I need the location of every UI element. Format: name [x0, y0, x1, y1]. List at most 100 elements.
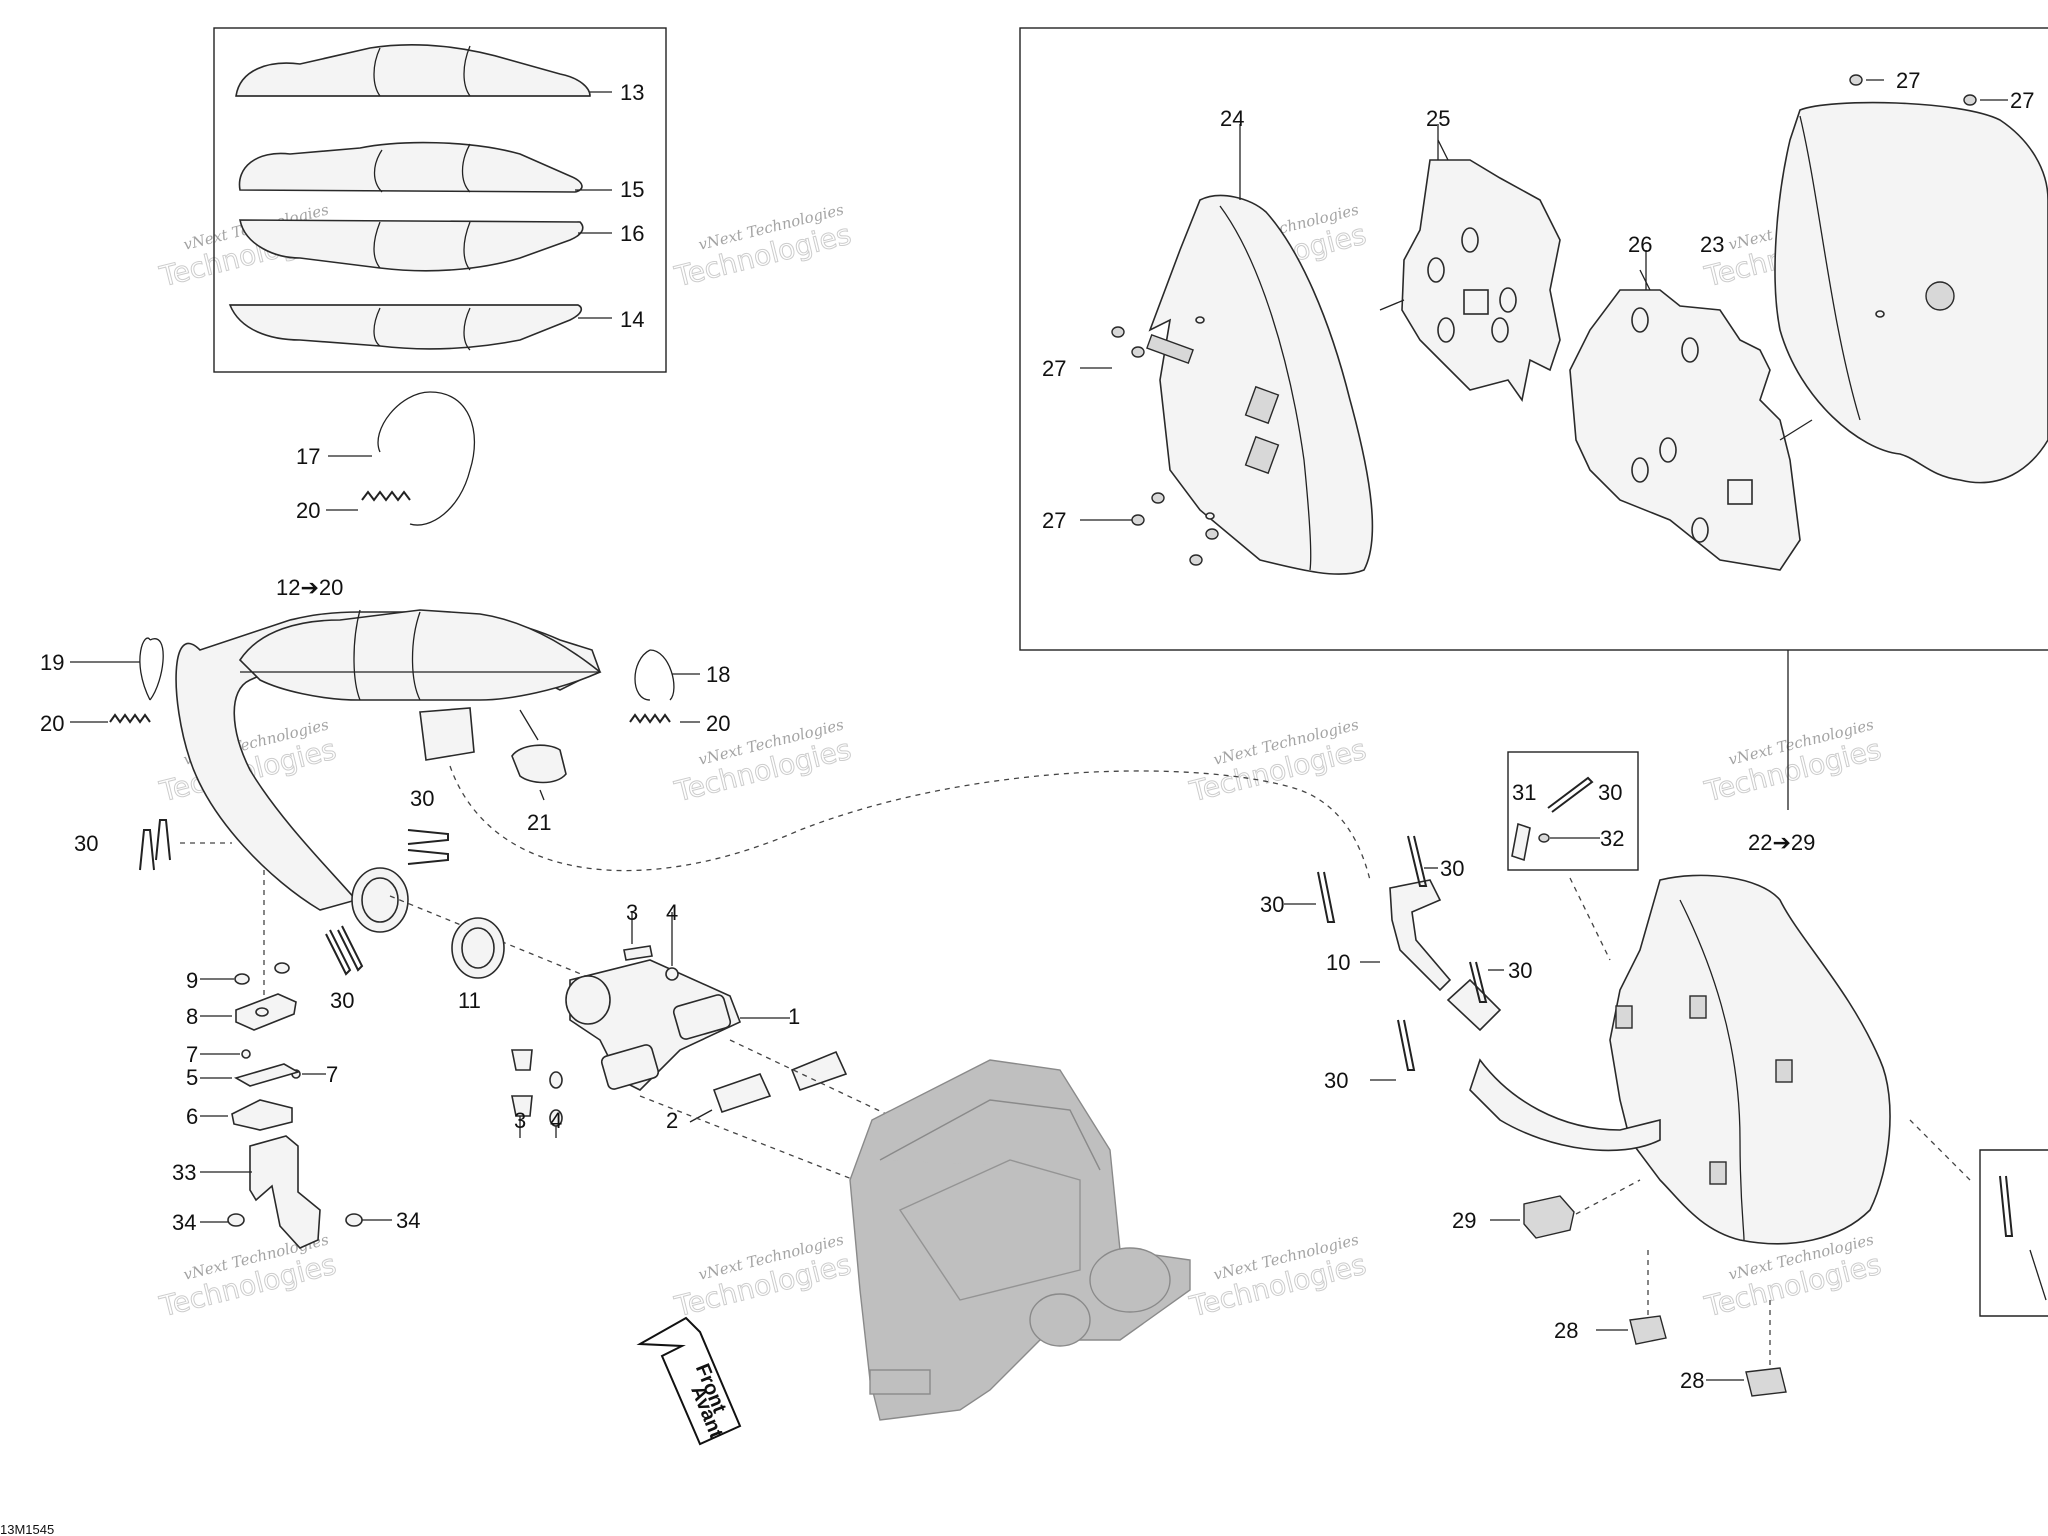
callout-3: 3: [514, 1108, 526, 1133]
clamp-ring-18: [634, 649, 675, 701]
pipe-outlet: [351, 867, 409, 933]
callout-30: 30: [1508, 958, 1532, 983]
heat-shield-15: [238, 141, 583, 193]
callout-30: 30: [74, 831, 98, 856]
watermark: vNext Technologies Technologies: [1185, 715, 1369, 809]
muffler-22: [1609, 874, 1891, 1245]
watermark: vNext Technologies Technologies: [670, 715, 854, 809]
callout-1: 1: [788, 1004, 800, 1029]
callout-11: 11: [458, 988, 481, 1013]
bolt-3-upper: [623, 945, 653, 961]
callout-34: 34: [396, 1208, 420, 1233]
callout-26: 26: [1628, 232, 1652, 257]
heat-shield-14: [228, 304, 583, 351]
muffler-cover-box: [1019, 27, 2048, 651]
exhaust-manifold-1: [565, 959, 742, 1091]
watermark: vNext Technologies Technologies: [670, 200, 854, 294]
callout-33: 33: [172, 1160, 196, 1185]
y-pipe-10: [1389, 879, 1661, 1152]
callout-32: 32: [1600, 826, 1624, 851]
callout-4: 4: [550, 1108, 562, 1133]
callout-30: 30: [330, 988, 354, 1013]
spring-hook-box: [1507, 751, 1639, 871]
callout-15: 15: [620, 177, 644, 202]
callout-9: 9: [186, 968, 198, 993]
callout-20: 20: [40, 711, 64, 736]
callout-2: 2: [666, 1108, 678, 1133]
callout-24: 24: [1220, 106, 1244, 131]
watermark: vNext Technologies Technologies: [155, 1230, 339, 1324]
engine-block: [849, 1059, 1191, 1421]
washer-4-lower: [549, 1071, 563, 1127]
bolt-3-lower: [511, 1049, 533, 1117]
callout-labels: 13 15 16 14 17 20 12➔20 19 20 18 20 21 3…: [40, 68, 2034, 1393]
spring-hook-31: [1511, 822, 1531, 862]
callout-28: 28: [1680, 1368, 1704, 1393]
muffler-cover-24: [1146, 194, 1374, 575]
callout-20: 20: [296, 498, 320, 523]
callout-30: 30: [1324, 1068, 1348, 1093]
callout-30: 30: [1598, 780, 1622, 805]
callout-30: 30: [1440, 856, 1464, 881]
callout-31: 31: [1512, 780, 1536, 805]
heat-shield-13: [235, 44, 591, 97]
rubber-block-28: [1629, 1315, 1787, 1397]
callout-30: 30: [410, 786, 434, 811]
heat-shield-box: [213, 27, 667, 373]
watermark: vNext Technologies Technologies: [670, 1230, 854, 1324]
callout-6: 6: [186, 1104, 198, 1129]
callout-13: 13: [620, 80, 644, 105]
clamp-ring-17: [377, 391, 476, 526]
heat-shield-16: [239, 219, 584, 272]
callout-30: 30: [1260, 892, 1284, 917]
callout-20: 20: [706, 711, 730, 736]
springs-30-right: [1317, 835, 1488, 1071]
front-direction-arrow: Front Avant: [636, 1316, 742, 1446]
watermark: vNext Technologies Technologies: [1185, 1230, 1369, 1324]
watermark: vNext Technologies Technologies: [1700, 715, 1884, 809]
callout-27: 27: [1042, 356, 1066, 381]
callout-12-20: 12➔20: [276, 575, 343, 600]
callout-19: 19: [40, 650, 64, 675]
callout-27: 27: [2010, 88, 2034, 113]
callout-27: 27: [1042, 508, 1066, 533]
fasteners-27-left: [1111, 326, 1219, 566]
gasket-11: [451, 917, 505, 979]
clamp-ring-19: [139, 637, 164, 701]
watermark: vNext Technologies Technologies: [1700, 1230, 1884, 1324]
sleeve-21: [511, 744, 567, 801]
tuned-pipe: [175, 609, 602, 911]
fastener-32: [1538, 833, 1550, 843]
callout-27: 27: [1896, 68, 1920, 93]
washer-4-upper: [665, 967, 679, 981]
muffler-cover-23: [1774, 101, 2048, 484]
callout-4: 4: [666, 900, 678, 925]
callout-7: 7: [326, 1062, 338, 1087]
rubber-mount-29: [1523, 1195, 1575, 1239]
callout-18: 18: [706, 662, 730, 687]
spring-30-box: [1547, 776, 1594, 813]
bracket-assembly: [227, 962, 363, 1249]
callout-25: 25: [1426, 106, 1450, 131]
heat-shield-plate-25: [1401, 159, 1561, 402]
diagram-code: 13M1545: [0, 1522, 54, 1536]
callout-5: 5: [186, 1065, 198, 1090]
spring-20-left: [109, 713, 151, 724]
callout-34: 34: [172, 1210, 196, 1235]
callout-7: 7: [186, 1042, 198, 1067]
callout-21: 21: [527, 810, 551, 835]
callout-16: 16: [620, 221, 644, 246]
heat-shield-plate-26: [1569, 289, 1801, 571]
callout-28: 28: [1554, 1318, 1578, 1343]
spring-20: [361, 490, 411, 502]
callout-10: 10: [1326, 950, 1350, 975]
callout-23: 23: [1700, 232, 1724, 257]
callout-29: 29: [1452, 1208, 1476, 1233]
callout-17: 17: [296, 444, 320, 469]
callout-3: 3: [626, 900, 638, 925]
fasteners-27-right: [1849, 74, 1977, 106]
partial-detail-box: [1979, 1149, 2048, 1317]
callout-8: 8: [186, 1004, 198, 1029]
callout-22-29: 22➔29: [1748, 830, 1815, 855]
